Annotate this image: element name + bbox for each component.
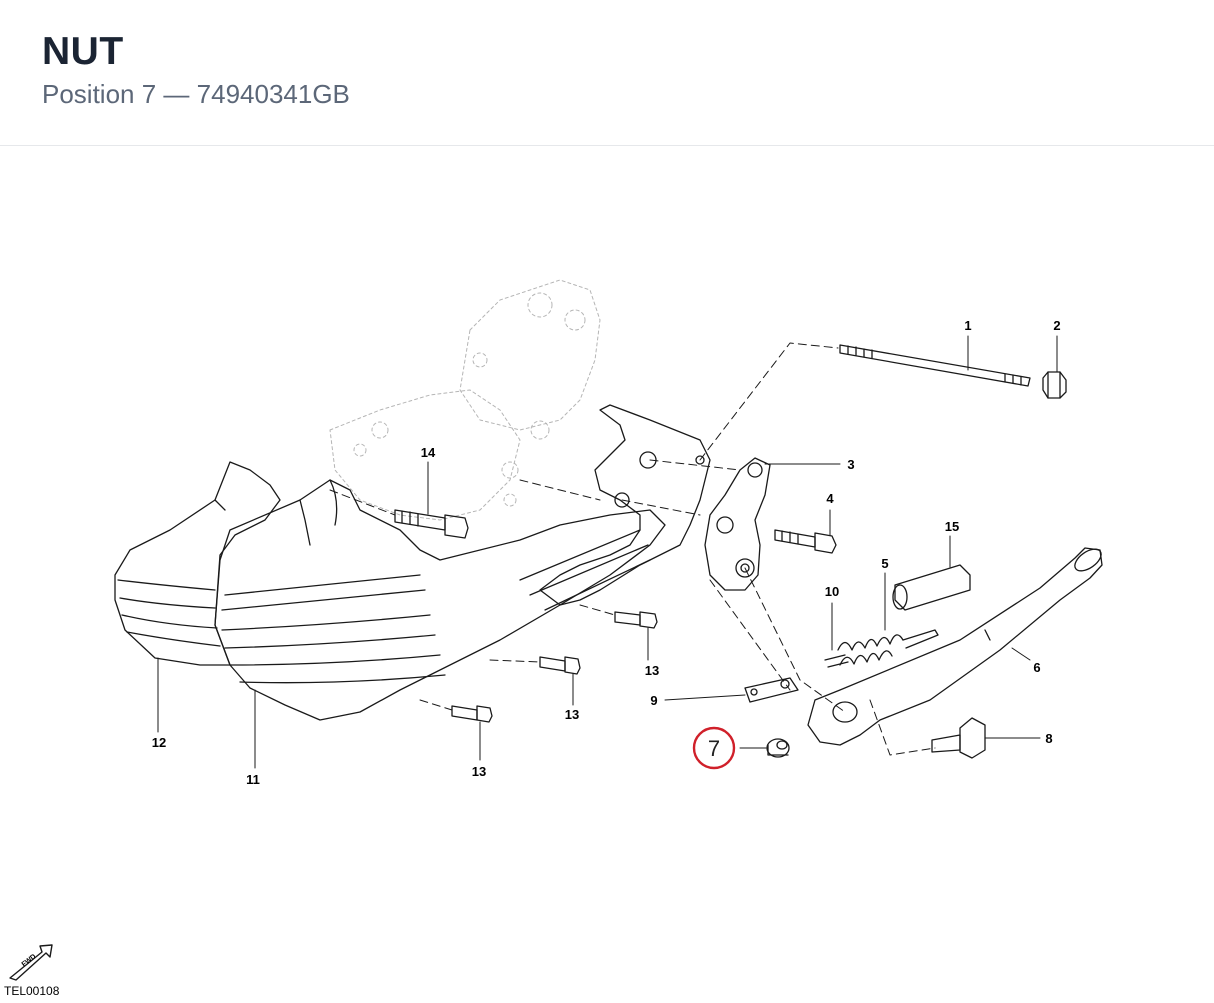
- screw-part-13-c: [451, 705, 493, 723]
- callout-10: 10: [825, 584, 839, 599]
- callout-13-a: 13: [645, 663, 659, 678]
- callout-13-c: 13: [472, 764, 486, 779]
- guard-part-11: [214, 479, 666, 721]
- part-number: 74940341GB: [196, 79, 350, 109]
- spring-part-10: [824, 654, 849, 668]
- page-title: NUT: [42, 30, 124, 73]
- leader-lines: [157, 335, 1058, 769]
- guard-part-12: [114, 461, 281, 666]
- nut-part-7: [766, 738, 790, 758]
- plate-part-9: [744, 677, 799, 703]
- spring-part-5: [837, 629, 939, 666]
- callout-9: 9: [650, 693, 657, 708]
- engine-block-outline: [329, 279, 601, 521]
- screw-part-13-b: [539, 656, 581, 675]
- callout-7-highlighted[interactable]: 7: [708, 736, 720, 761]
- callout-4: 4: [826, 491, 834, 506]
- fwd-arrow-icon: [9, 944, 53, 981]
- exploded-parts-diagram: 1 2 3 4 15 5 10 6 8 9 14 13 13 13 12 11 …: [9, 279, 1103, 981]
- drawing-code: TEL00108: [4, 984, 60, 998]
- callout-14: 14: [421, 445, 436, 460]
- callout-15: 15: [945, 519, 959, 534]
- separator: —: [163, 79, 190, 109]
- page-header: NUT Position 7 — 74940341GB: [0, 0, 1214, 146]
- sleeve-part-15: [892, 564, 971, 611]
- callout-1: 1: [964, 318, 971, 333]
- callout-3: 3: [847, 457, 854, 472]
- stand-bracket-part-3: [704, 457, 771, 591]
- mounting-bracket: [539, 404, 711, 606]
- bolt-part-4: [774, 529, 837, 554]
- screw-part-13-a: [614, 611, 658, 629]
- long-bolt-part-1: [839, 344, 1031, 387]
- callout-2: 2: [1053, 318, 1060, 333]
- callout-5: 5: [881, 556, 888, 571]
- nut-part-2: [1042, 371, 1067, 399]
- fwd-label: FWD: [21, 953, 38, 968]
- side-stand-part-6: [807, 547, 1103, 746]
- callout-11: 11: [246, 772, 260, 787]
- page-subtitle: Position 7 — 74940341GB: [42, 78, 350, 110]
- callout-8: 8: [1045, 731, 1052, 746]
- bolt-part-14: [394, 509, 469, 539]
- assembly-lines: [329, 342, 936, 756]
- callout-12: 12: [152, 735, 166, 750]
- callout-13-b: 13: [565, 707, 579, 722]
- position-label: Position 7: [42, 79, 157, 109]
- callout-6: 6: [1033, 660, 1040, 675]
- highlight-ring[interactable]: [692, 726, 736, 770]
- bolt-part-8: [931, 717, 986, 759]
